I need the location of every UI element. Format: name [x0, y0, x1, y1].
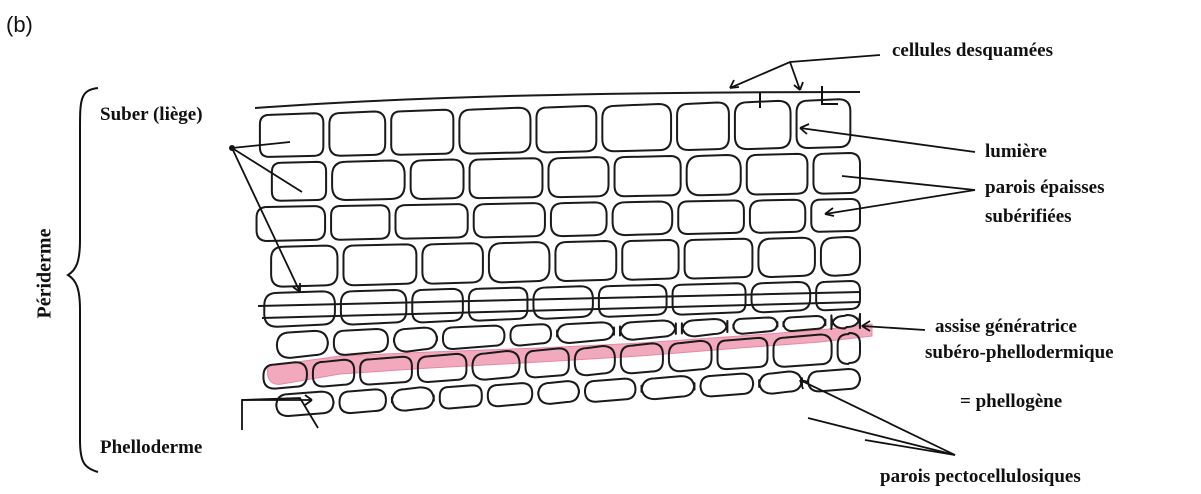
plant-cell	[642, 376, 695, 399]
plant-cell	[440, 385, 482, 408]
plant-cell	[470, 158, 543, 198]
plant-cell	[272, 162, 326, 201]
periderm-brace	[68, 88, 98, 472]
plant-cell	[555, 241, 616, 281]
leader-pecto-a	[800, 380, 955, 455]
plant-cell	[391, 110, 453, 155]
plant-cell	[735, 101, 791, 149]
plant-cell	[700, 374, 753, 397]
plant-cell	[341, 290, 406, 324]
plant-cell	[394, 328, 437, 352]
plant-cell	[334, 329, 388, 355]
plant-cell	[797, 99, 851, 148]
leader-suber-a	[232, 142, 290, 148]
plant-cell	[811, 199, 860, 232]
label-lumiere: lumière	[985, 141, 1047, 163]
plant-cell	[329, 112, 385, 156]
plant-cell	[821, 237, 860, 276]
leader-pecto-b	[808, 418, 955, 455]
plant-cell	[536, 106, 596, 152]
plant-cell	[678, 201, 744, 234]
plant-cell	[677, 102, 729, 150]
leader-desquamees-a	[730, 55, 880, 88]
panel-letter: (b)	[6, 12, 33, 38]
plant-cell	[548, 157, 608, 197]
plant-cell	[459, 108, 530, 154]
plant-cell	[813, 153, 860, 194]
plant-cell	[412, 289, 463, 322]
plant-cell	[687, 155, 741, 195]
plant-cell	[585, 379, 636, 402]
label-assise-line2: subéro-phellodermique	[925, 342, 1114, 364]
plant-cell	[538, 381, 579, 404]
plant-cell	[411, 160, 464, 199]
plant-cell	[533, 286, 592, 318]
label-phelloderme: Phelloderme	[100, 437, 202, 459]
plant-cell	[277, 331, 328, 358]
leader-parois-a	[842, 176, 975, 190]
label-cellules-desquamees: cellules desquamées	[892, 40, 1053, 62]
label-periderme: Périderme	[34, 219, 57, 329]
label-parois-epaisses-line1: parois épaisses	[985, 177, 1104, 199]
plant-cell	[557, 322, 614, 343]
plant-cell	[733, 317, 777, 333]
plant-cell	[673, 283, 746, 314]
plant-cell	[622, 240, 678, 280]
plant-cell	[422, 243, 483, 283]
plant-cell	[392, 387, 434, 410]
plant-cell	[615, 156, 681, 196]
plant-cell	[758, 238, 814, 277]
plant-cell	[750, 200, 805, 233]
plant-cell	[551, 202, 607, 236]
plant-cell	[510, 324, 551, 345]
label-suber: Suber (liège)	[100, 104, 203, 126]
plant-cell	[395, 204, 467, 238]
plant-cell	[443, 326, 505, 349]
label-phellogene: = phellogène	[960, 391, 1062, 413]
plant-cell	[489, 242, 550, 282]
plant-cell	[469, 288, 528, 321]
plant-cell	[488, 383, 532, 406]
label-parois-epaisses-line2: subérifiées	[985, 206, 1072, 228]
plant-cell	[264, 291, 335, 326]
label-parois-pecto: parois pectocellulosiques	[880, 466, 1081, 488]
plant-cell	[332, 161, 405, 200]
stray-mark	[822, 86, 838, 104]
plant-cell	[685, 239, 753, 279]
plant-cell	[752, 282, 811, 312]
label-assise-line1: assise génératrice	[935, 316, 1077, 338]
plant-cell	[599, 285, 667, 317]
plant-cell	[759, 371, 802, 393]
plant-cell	[682, 319, 728, 336]
plant-cell	[602, 104, 671, 151]
plant-cell	[620, 320, 676, 339]
plant-cell	[331, 205, 389, 240]
plant-cell	[783, 316, 825, 331]
plant-cell	[343, 244, 416, 285]
plant-cell	[340, 389, 386, 413]
plant-cell	[474, 203, 545, 237]
plant-cell	[613, 201, 673, 235]
plant-cell	[816, 281, 860, 310]
plant-cell	[260, 113, 323, 157]
plant-cell	[747, 154, 808, 195]
